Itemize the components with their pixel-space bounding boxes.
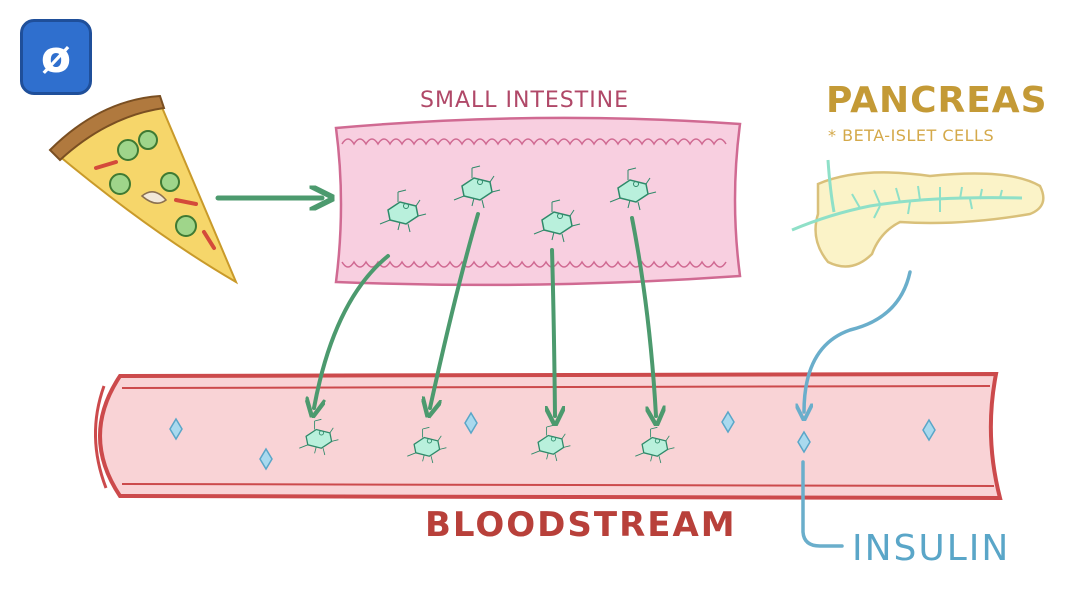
small-intestine-organ bbox=[334, 116, 742, 287]
glucose-absorption-arrow bbox=[314, 254, 390, 408]
small-intestine-label: SMALL INTESTINE bbox=[420, 88, 630, 113]
insulin-callout-line bbox=[801, 460, 844, 548]
pancreas-label: PANCREAS bbox=[826, 80, 1048, 121]
beta-cells-label: * BETA-ISLET CELLS bbox=[828, 126, 995, 145]
insulin-label: INSULIN bbox=[852, 528, 1011, 569]
pancreas-organ-icon bbox=[791, 159, 1045, 268]
logo-badge[interactable]: ø bbox=[20, 19, 92, 95]
bloodstream-label: BLOODSTREAM bbox=[425, 505, 737, 545]
logo-symbol: ø bbox=[40, 31, 72, 83]
glucose-absorption-arrow bbox=[630, 216, 656, 416]
insulin-release-arrow bbox=[804, 270, 912, 412]
glucose-absorption-arrow bbox=[552, 248, 555, 416]
glucose-absorption-arrow bbox=[430, 212, 480, 408]
pizza-slice-icon bbox=[48, 94, 239, 285]
